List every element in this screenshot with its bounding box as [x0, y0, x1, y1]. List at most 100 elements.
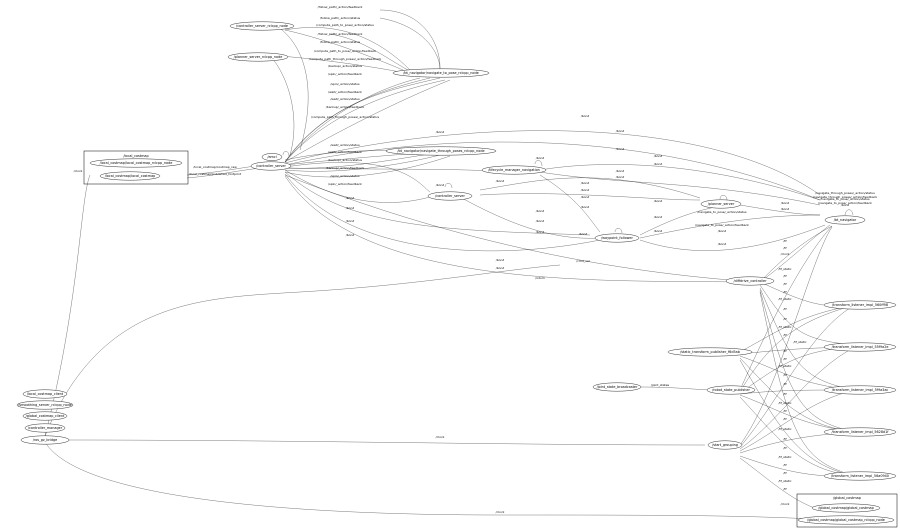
edge: [284, 27, 411, 71]
node-tf-listener-1[interactable]: /transform_listener_impl_560ff98: [823, 300, 897, 310]
edge: [379, 17, 441, 71]
node-label: /local_costmap/local_costmap: [105, 174, 156, 178]
node-planner-server[interactable]: /planner_server: [700, 199, 742, 209]
edge-label: /spin/_action/feedback: [328, 72, 362, 76]
node-label: /global_costmap/global_costmap: [818, 506, 874, 510]
node-controller-manager[interactable]: /controller_manager: [24, 423, 66, 433]
node-label: /controller_manager: [28, 426, 63, 430]
node-label: /transform_listener_impl_5f9a3ac: [832, 388, 889, 392]
node-controller-server-rclcpp[interactable]: /controller_server_rclcpp_node: [229, 21, 295, 31]
nodes: /local_costmap/local_costmap_rclcpp_node…: [16, 21, 897, 525]
edge: [44, 441, 831, 521]
node-tf-listener-5[interactable]: /transform_listener_impl_56a0940: [823, 471, 897, 481]
node-bt-navigator[interactable]: /bt_navigator: [824, 215, 866, 225]
edge: [844, 209, 854, 216]
node-label: /local_costmap_client: [27, 392, 64, 396]
edge: [759, 289, 856, 433]
edge-label: /bond: [841, 203, 850, 207]
edge: [639, 386, 711, 391]
edge-label: /follow_path/_action/feedback: [318, 5, 363, 9]
node-lifecycle-manager[interactable]: /lifecycle_manager_navigation: [481, 165, 547, 175]
node-nav-through-rclcpp[interactable]: /bt_navigator/navigate_through_poses_rcl…: [385, 146, 497, 156]
edge: [279, 55, 401, 73]
node-static-tf-publisher[interactable]: /static_transform_publisher_f6d5ab: [667, 347, 753, 357]
edge: [539, 171, 821, 206]
node-label: /global_costmap_client: [26, 414, 65, 418]
node-global-costmap-client[interactable]: /global_costmap_client: [22, 411, 68, 421]
edge: [284, 169, 431, 203]
node-local-costmap-client[interactable]: /local_costmap_client: [22, 389, 68, 399]
node-local-costmap-rclcpp[interactable]: /local_costmap/local_costmap_rclcpp_node: [89, 158, 183, 168]
edge-label: /tf: [783, 307, 787, 311]
node-tf-listener-2[interactable]: /transform_listener_impl_55f9a2e: [823, 342, 897, 352]
edge: [739, 204, 821, 216]
edge-label: /backup/_action/status: [328, 158, 362, 162]
edge-label: /tf_static: [779, 401, 792, 405]
edge-label: /backup/_action/status: [328, 64, 362, 68]
edge: [739, 389, 856, 452]
edge-label: /tf_static: [779, 267, 792, 271]
edge-label: /bond: [654, 199, 663, 203]
edge-label: /tf_static: [794, 340, 807, 344]
edge-label: /spin/_action/status: [330, 82, 360, 86]
node-tf-listener-3[interactable]: /transform_listener_impl_5f9a3ac: [823, 385, 897, 395]
edge-label: /spin/_action/status: [330, 174, 360, 178]
edge-label: /tf: [783, 333, 787, 337]
edge-label: /tf_static: [779, 297, 792, 301]
edge-label: /bond: [436, 183, 445, 187]
edge-label: /tf_static: [779, 455, 792, 459]
edge-label: /clock: [496, 510, 505, 514]
edge-label: /backup/_action/feedback: [326, 166, 365, 170]
node-tf-listener-4[interactable]: /transform_listener_impl_5628d1f: [823, 427, 897, 437]
edge: [284, 77, 431, 163]
edge: [739, 359, 856, 477]
edge: [284, 171, 591, 236]
node-label: /bt_navigator/navigate_through_poses_rcl…: [397, 149, 484, 153]
node-controller-server-2[interactable]: /controller_server: [427, 191, 473, 201]
edge-label: /bond: [496, 258, 505, 262]
node-waypoint-follower[interactable]: /waypoint_follower: [594, 233, 640, 243]
node-controller-server[interactable]: /controller_server: [250, 161, 292, 171]
edge-label: /tf: [783, 437, 787, 441]
edge-label: /bond: [346, 233, 355, 237]
edge-label: /backup/_action/feedback: [326, 105, 365, 109]
edge-label: /follow_path/_action/status: [320, 16, 361, 20]
edge-label: /tf: [783, 349, 787, 353]
edge-label: /wait/_action/status: [330, 97, 360, 101]
edge-label: /joint_states: [651, 383, 670, 387]
edge-label: /clock: [781, 252, 790, 256]
node-joint-state-broadcaster[interactable]: /joint_state_broadcaster: [592, 382, 642, 392]
edge-label: /bond: [346, 219, 355, 223]
node-smoothing-server-rclcpp[interactable]: /smoothing_server_rclcpp_node: [16, 400, 74, 410]
node-global-costmap[interactable]: /global_costmap/global_costmap: [811, 503, 881, 513]
edge-label: /compute_path_to_pose/_action/status: [316, 23, 374, 27]
edge-label: /bond: [536, 209, 545, 213]
edge-label: /navigate_to_pose/_action/feedback: [695, 223, 749, 227]
node-local-costmap[interactable]: /local_costmap/local_costmap: [99, 171, 161, 181]
node-robot-state-publisher[interactable]: /robot_state_publisher: [706, 385, 756, 395]
node-global-costmap-rclcpp[interactable]: /global_costmap/global_costmap_rclcpp_no…: [797, 515, 895, 525]
node-start-grouping[interactable]: /start_grouping: [707, 440, 743, 450]
edge-label: /navigate_through_poses/_action/feedback: [813, 195, 877, 199]
edge-labels: /follow_path/_action/feedback /follow_pa…: [74, 5, 878, 514]
edge: [539, 174, 601, 233]
edge-label: /tf_static: [779, 325, 792, 329]
edge: [759, 284, 856, 346]
edge-label: /bond: [579, 232, 588, 236]
edge-label: /bond: [654, 215, 663, 219]
edge: [459, 196, 601, 239]
node-amcl[interactable]: /amcl: [261, 153, 283, 161]
edge-label: /wait/_action/feedback: [328, 150, 362, 154]
node-diffdrive-controller[interactable]: /diffdrive_controller: [725, 276, 775, 286]
edge: [282, 151, 290, 157]
edge: [284, 29, 411, 74]
edge-label: /tf: [783, 392, 787, 396]
edge: [284, 175, 741, 283]
node-planner-server-rclcpp[interactable]: /planner_server_rclcpp_node: [227, 52, 289, 62]
edge-label: /navigate_to_pose/_action/status: [820, 197, 870, 201]
node-nav-to-pose-rclcpp[interactable]: /bt_navigator/navigate_to_pose_rclcpp_no…: [392, 68, 490, 78]
edge-label: /follow_path/_action/feedback: [318, 32, 363, 36]
edge-label: /bond: [616, 175, 625, 179]
node-ros-gz-bridge[interactable]: /ros_gz_bridge: [20, 435, 70, 445]
edge-label: /bond: [781, 207, 790, 211]
